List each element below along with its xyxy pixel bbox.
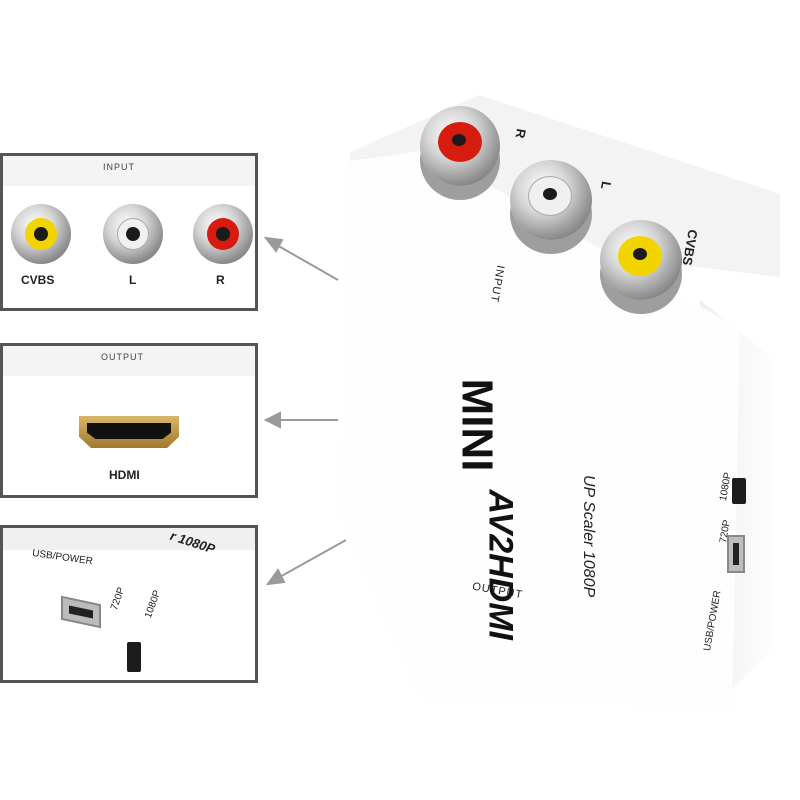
right-audio-jack xyxy=(193,204,253,264)
left-audio-jack xyxy=(103,204,163,264)
cvbs-label: CVBS xyxy=(21,273,55,287)
side-detail-panel: r 1080P USB/POWER 720P 1080P xyxy=(0,525,258,683)
hdmi-label: HDMI xyxy=(109,468,140,482)
left-label: L xyxy=(129,273,137,287)
hdmi-port xyxy=(79,416,179,448)
resolution-switch xyxy=(127,642,141,672)
device-brand: MINI xyxy=(452,378,502,472)
input-panel-title: INPUT xyxy=(103,162,135,172)
device-r-jack xyxy=(420,106,500,186)
right-label: R xyxy=(216,273,225,287)
device-l-jack xyxy=(510,160,592,240)
device-model: AV2HDMI xyxy=(481,489,520,641)
device-cvbs-jack xyxy=(600,220,682,300)
device-mini-usb-port xyxy=(727,535,745,573)
input-detail-panel: INPUT CVBS L R xyxy=(0,153,258,311)
cvbs-jack xyxy=(11,204,71,264)
device-resolution-switch xyxy=(732,478,746,504)
output-detail-panel: OUTPUT HDMI xyxy=(0,343,258,498)
output-panel-title: OUTPUT xyxy=(101,352,144,362)
device-subtitle: UP Scaler 1080P xyxy=(580,475,597,598)
